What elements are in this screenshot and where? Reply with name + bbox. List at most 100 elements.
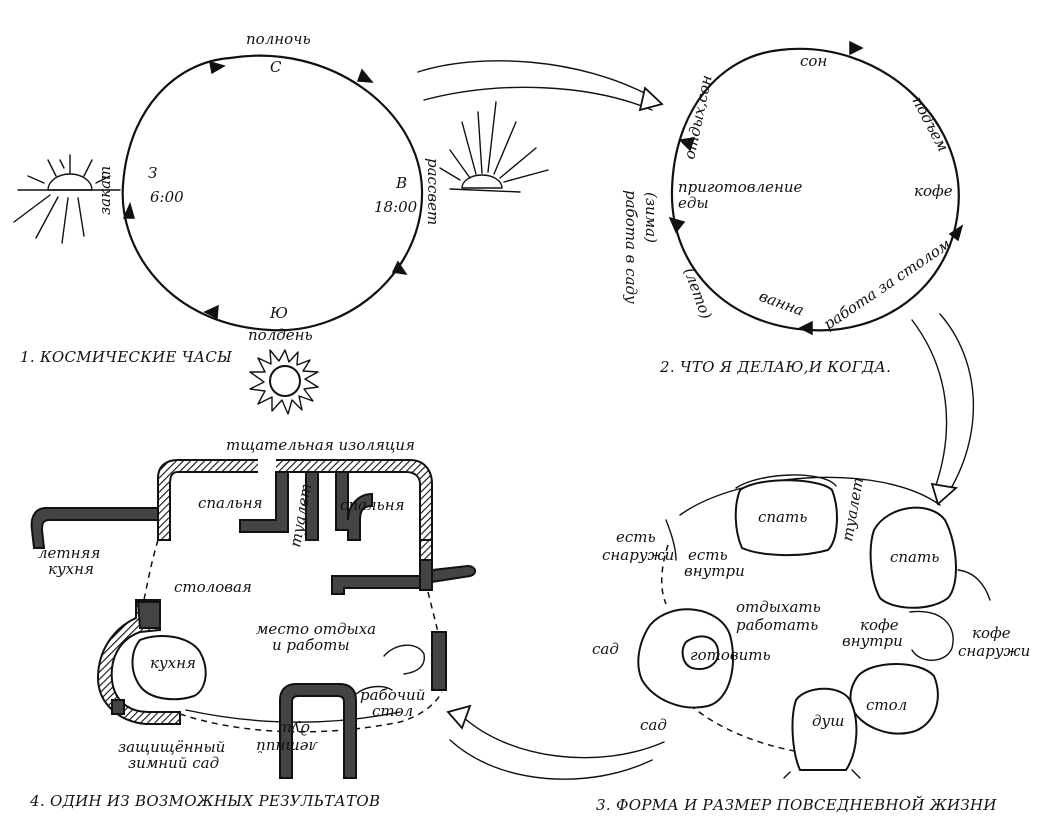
sleep-label: сон bbox=[800, 52, 827, 70]
west-label: З bbox=[148, 164, 157, 182]
desk-work-label: работа за столом bbox=[820, 235, 954, 333]
summer-label: (лето) bbox=[680, 265, 715, 321]
shower-leg bbox=[851, 769, 861, 779]
open-arrowhead bbox=[638, 86, 664, 112]
noon-sun-icon bbox=[249, 349, 319, 415]
north-label: С bbox=[270, 58, 282, 76]
insulation-label: тщательная изоляция bbox=[226, 436, 415, 454]
desk-label-line1: рабочий bbox=[360, 686, 425, 704]
summer-shower bbox=[279, 683, 357, 779]
winter-garden-label-line2: зимний сад bbox=[128, 754, 219, 772]
winter-label: (зима) bbox=[642, 192, 660, 243]
summer-kitchen-wall bbox=[30, 507, 159, 549]
coffee-outside-label-line1: кофе bbox=[972, 624, 1011, 642]
dining-dashed-wall bbox=[143, 539, 159, 601]
arrowhead bbox=[678, 137, 696, 152]
coffee-outside-label-line2: снаружи bbox=[958, 642, 1030, 660]
life-boundary-dashed bbox=[689, 704, 801, 753]
shower-label: душ bbox=[812, 712, 844, 730]
noon-label: полдень bbox=[248, 326, 313, 344]
panel3-caption: 3. ФОРМА И РАЗМЕР ПОВСЕДНЕВНОЙ ЖИЗНИ bbox=[596, 795, 997, 814]
cook-label: готовить bbox=[690, 646, 771, 664]
arrowhead bbox=[356, 68, 374, 83]
panel2-caption: 2. ЧТО Я ДЕЛАЮ,И КОГДА. bbox=[659, 358, 891, 376]
coffee-inside-label-line1: кофе bbox=[860, 616, 899, 634]
winter-garden-boundary-solid bbox=[185, 709, 401, 723]
sunset-sun-icon bbox=[13, 154, 121, 244]
desk-edge bbox=[355, 685, 393, 695]
sleep-area-b bbox=[869, 506, 957, 609]
toilet-partition bbox=[305, 471, 319, 541]
right-wall-segment bbox=[419, 559, 433, 591]
garden-b-label: сад bbox=[640, 716, 667, 734]
bedroom-a-partition bbox=[239, 471, 289, 533]
arrowhead bbox=[668, 216, 686, 234]
dining-label: столовая bbox=[174, 578, 252, 596]
eat-inside-label-line1: есть bbox=[688, 546, 728, 564]
summer-shower-label-line2: душ bbox=[278, 720, 310, 738]
wall-gap bbox=[258, 458, 276, 474]
sleep-area-a-roof bbox=[735, 474, 837, 489]
coffee-inside-label-line2: внутри bbox=[842, 632, 903, 650]
bedroom-a-label: спальня bbox=[198, 494, 263, 512]
living-label-line2: и работы bbox=[272, 636, 350, 654]
arrowhead bbox=[849, 40, 864, 56]
arrowhead bbox=[798, 320, 813, 336]
winter-garden-label-line1: защищённый bbox=[118, 738, 225, 756]
wake-label: подъем bbox=[908, 93, 952, 154]
arrow-2-to-3 bbox=[911, 313, 975, 506]
shower-area bbox=[791, 687, 858, 771]
arrowhead bbox=[948, 224, 964, 242]
cosmic-clock-circle bbox=[121, 54, 424, 332]
right-wall-segment bbox=[419, 539, 433, 561]
midnight-label: полночь bbox=[246, 30, 311, 48]
garden-work-label: работа в саду bbox=[622, 190, 640, 304]
table-label: стол bbox=[866, 696, 907, 714]
cooking-label-line1: приготовление bbox=[678, 178, 802, 196]
open-arrowhead bbox=[446, 704, 472, 730]
summer-shower-label-line1: летний bbox=[256, 738, 318, 756]
kitchen-area bbox=[131, 635, 207, 701]
activities-circle bbox=[670, 47, 960, 332]
arrowhead bbox=[391, 260, 408, 276]
living-label-line1: место отдыха bbox=[256, 620, 376, 638]
desk-shape bbox=[383, 644, 425, 675]
shower-leg bbox=[783, 771, 791, 779]
arrowhead bbox=[122, 201, 135, 219]
panel-floor-plan: тщательная изоляция спальня туалет спаль… bbox=[29, 436, 476, 810]
life-boundary bbox=[679, 476, 941, 516]
sleep-b-label: спать bbox=[890, 548, 939, 566]
kitchen-wall bbox=[96, 599, 181, 725]
coffee-inside-area bbox=[909, 610, 954, 661]
rest-label-line1: отдыхать bbox=[736, 598, 821, 616]
rest-label-line2: работать bbox=[736, 616, 818, 634]
panel-daily-life-shape: спать туалет спать есть снаружи есть вну… bbox=[592, 474, 1030, 814]
sunrise-label: рассвет bbox=[424, 158, 442, 225]
sleep-area-a bbox=[734, 479, 838, 557]
winter-garden-boundary bbox=[179, 691, 443, 733]
summer-kitchen-label-line2: кухня bbox=[48, 560, 94, 578]
coffee-label: кофе bbox=[914, 182, 953, 200]
arrow-1-to-2 bbox=[417, 60, 664, 112]
kitchen-wall-block bbox=[111, 699, 125, 715]
bath-label: ванна bbox=[757, 287, 807, 320]
arrow-3-to-4 bbox=[446, 704, 665, 780]
eat-inside-label-line2: внутри bbox=[684, 562, 745, 580]
desk-label-line2: стол bbox=[372, 702, 413, 720]
east-time-label: 18:00 bbox=[374, 198, 418, 216]
right-wall-arm bbox=[431, 564, 476, 584]
west-time-label: 6:00 bbox=[150, 188, 184, 206]
panel1-caption: 1. КОСМИЧЕСКИЕ ЧАСЫ bbox=[20, 348, 232, 366]
rest-sleep-label: отдых,сон bbox=[680, 73, 715, 160]
panel-cosmic-clock: полночь С З 6:00 В 18:00 Ю полдень закат… bbox=[13, 30, 549, 415]
life-boundary-dashed bbox=[661, 544, 669, 605]
cook-area-inner bbox=[681, 635, 720, 670]
right-wall-dashed bbox=[427, 591, 439, 633]
summer-kitchen-label-line1: летняя bbox=[38, 544, 100, 562]
arrowhead bbox=[209, 60, 226, 75]
kitchen-label: кухня bbox=[150, 654, 196, 672]
bedroom-b-label: спальня bbox=[340, 496, 405, 514]
east-label: В bbox=[395, 174, 407, 192]
arrowhead bbox=[203, 304, 219, 320]
